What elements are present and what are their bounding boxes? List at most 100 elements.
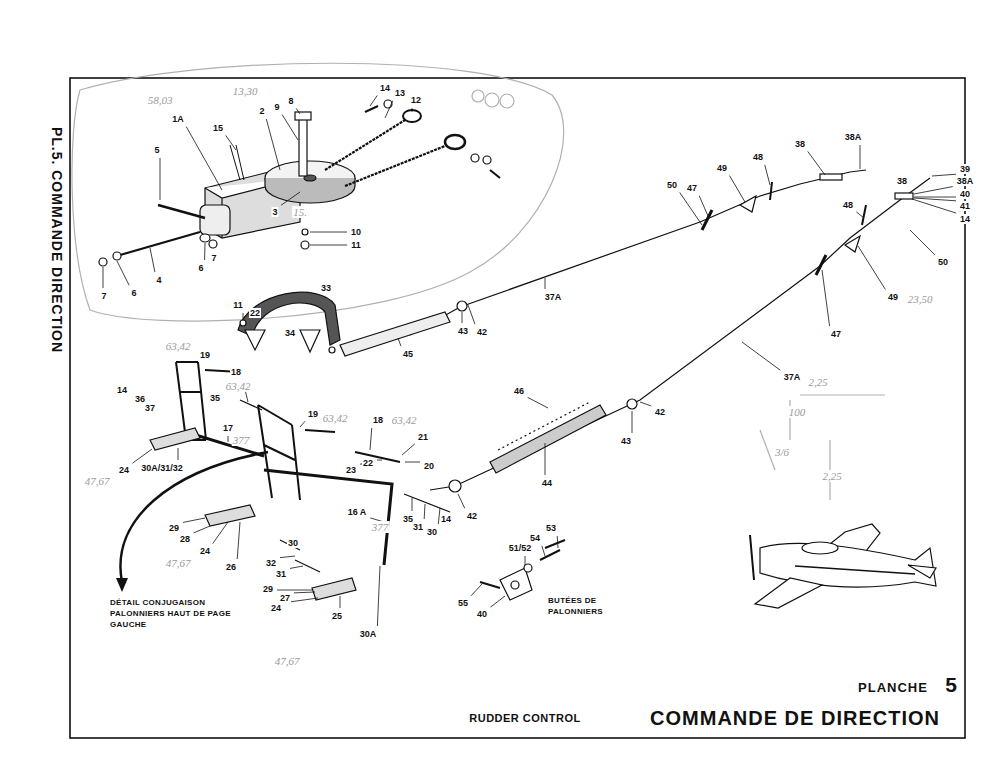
callout-number: 4 bbox=[155, 275, 162, 285]
leader-line bbox=[860, 145, 861, 169]
callout-number: 39 bbox=[959, 164, 971, 174]
callout-number: 43 bbox=[457, 326, 469, 336]
callout-number: 45 bbox=[402, 349, 414, 359]
callout-number: 30 bbox=[287, 538, 299, 548]
leader-line bbox=[186, 127, 222, 190]
leader-line bbox=[340, 596, 341, 608]
callout-number: 9 bbox=[273, 102, 280, 112]
pencil-note: 63,42 bbox=[165, 340, 192, 352]
leader-line bbox=[545, 278, 546, 289]
callout-number: 48 bbox=[752, 152, 764, 162]
leader-line bbox=[117, 261, 129, 285]
callout-number: 7 bbox=[210, 253, 217, 263]
leader-line bbox=[178, 448, 179, 460]
callout-number: 47 bbox=[830, 329, 842, 339]
english-title: RUDDER CONTROL bbox=[469, 712, 581, 724]
leader-line bbox=[680, 192, 702, 225]
callout-number: 13 bbox=[394, 88, 406, 98]
callout-number: 29 bbox=[262, 584, 274, 594]
pencil-note: 63,42 bbox=[322, 412, 349, 424]
callout-number: 19 bbox=[307, 409, 319, 419]
callout-number: 46 bbox=[513, 386, 525, 396]
callout-number: 40 bbox=[959, 189, 971, 199]
callout-number: 11 bbox=[232, 300, 244, 310]
callout-number: 3 bbox=[271, 207, 278, 217]
leader-line bbox=[310, 245, 347, 246]
pencil-note: 377 bbox=[371, 521, 390, 533]
callout-number: 49 bbox=[887, 292, 899, 302]
callout-number: 20 bbox=[423, 461, 435, 471]
pencil-note: 47,67 bbox=[84, 475, 111, 487]
leader-line bbox=[294, 592, 315, 594]
leader-line bbox=[385, 101, 393, 118]
leader-line bbox=[765, 165, 770, 185]
callout-number: 43 bbox=[620, 436, 632, 446]
callout-number: 19 bbox=[199, 350, 211, 360]
leader-line bbox=[296, 108, 300, 114]
callout-number: 33 bbox=[320, 283, 332, 293]
leader-line bbox=[160, 158, 161, 200]
leader-line bbox=[226, 135, 236, 150]
leader-line bbox=[282, 115, 298, 140]
leader-line bbox=[822, 270, 830, 326]
leader-line bbox=[310, 232, 347, 233]
callout-number: 15 bbox=[212, 123, 224, 133]
leader-line bbox=[402, 444, 415, 455]
callout-number: 16 A bbox=[347, 507, 368, 517]
leader-line bbox=[228, 436, 229, 442]
leader-line bbox=[912, 199, 956, 213]
leader-line bbox=[213, 522, 228, 544]
callout-number: 37 bbox=[144, 403, 156, 413]
leader-line bbox=[412, 108, 413, 112]
leader-line bbox=[281, 192, 300, 205]
leader-line bbox=[730, 176, 745, 202]
leader-line bbox=[632, 411, 633, 433]
detail-arrow bbox=[116, 452, 268, 592]
sheet-label: PLANCHE bbox=[858, 680, 928, 695]
callout-number: 30 bbox=[426, 527, 438, 537]
leader-line bbox=[266, 119, 280, 170]
leader-line bbox=[545, 443, 546, 475]
sheet-border bbox=[70, 78, 965, 738]
callout-number: 14 bbox=[440, 514, 452, 524]
callout-number: 53 bbox=[545, 523, 557, 533]
rudder-quadrant bbox=[99, 100, 500, 266]
callout-number: 42 bbox=[476, 327, 488, 337]
leader-line bbox=[412, 498, 413, 511]
callout-number: 24 bbox=[118, 465, 130, 475]
pedal-stop bbox=[480, 540, 565, 600]
callout-number: 23 bbox=[345, 465, 357, 475]
callout-number: 26 bbox=[225, 562, 237, 572]
leader-line bbox=[858, 246, 885, 289]
leader-line bbox=[528, 397, 548, 408]
leader-line bbox=[699, 196, 708, 216]
callout-number: 37A bbox=[783, 372, 802, 382]
leader-line bbox=[132, 449, 152, 463]
callout-number: 30A bbox=[359, 629, 378, 639]
callout-number: 38 bbox=[794, 139, 806, 149]
callout-number: 38 bbox=[896, 176, 908, 186]
leader-line bbox=[103, 267, 104, 288]
callout-number: 2 bbox=[258, 106, 265, 116]
callout-number: 37A bbox=[544, 292, 563, 302]
callout-number: 32 bbox=[265, 558, 277, 568]
callout-number: 14 bbox=[379, 83, 391, 93]
callout-number: 27 bbox=[279, 593, 291, 603]
callout-number: 17 bbox=[222, 423, 234, 433]
note-text: BUTÉES DE PALONNIERS bbox=[548, 596, 626, 618]
leader-line bbox=[640, 402, 651, 406]
callout-number: 1A bbox=[171, 114, 185, 124]
pencil-note: 3/6 bbox=[774, 446, 790, 458]
leader-line bbox=[377, 566, 380, 626]
callout-number: 31 bbox=[412, 522, 424, 532]
callout-number: 11 bbox=[350, 240, 362, 250]
callout-number: 25 bbox=[331, 611, 343, 621]
callout-number: 30A/31/32 bbox=[140, 463, 184, 473]
callout-number: 31 bbox=[275, 569, 287, 579]
sheet-tab-title: PL.5. COMMANDE DIRECTION bbox=[49, 127, 65, 353]
leader-line bbox=[277, 590, 312, 591]
pencil-note: 15. bbox=[292, 206, 308, 218]
leader-line bbox=[204, 243, 205, 260]
leader-line bbox=[237, 522, 240, 559]
leader-line bbox=[462, 312, 463, 323]
